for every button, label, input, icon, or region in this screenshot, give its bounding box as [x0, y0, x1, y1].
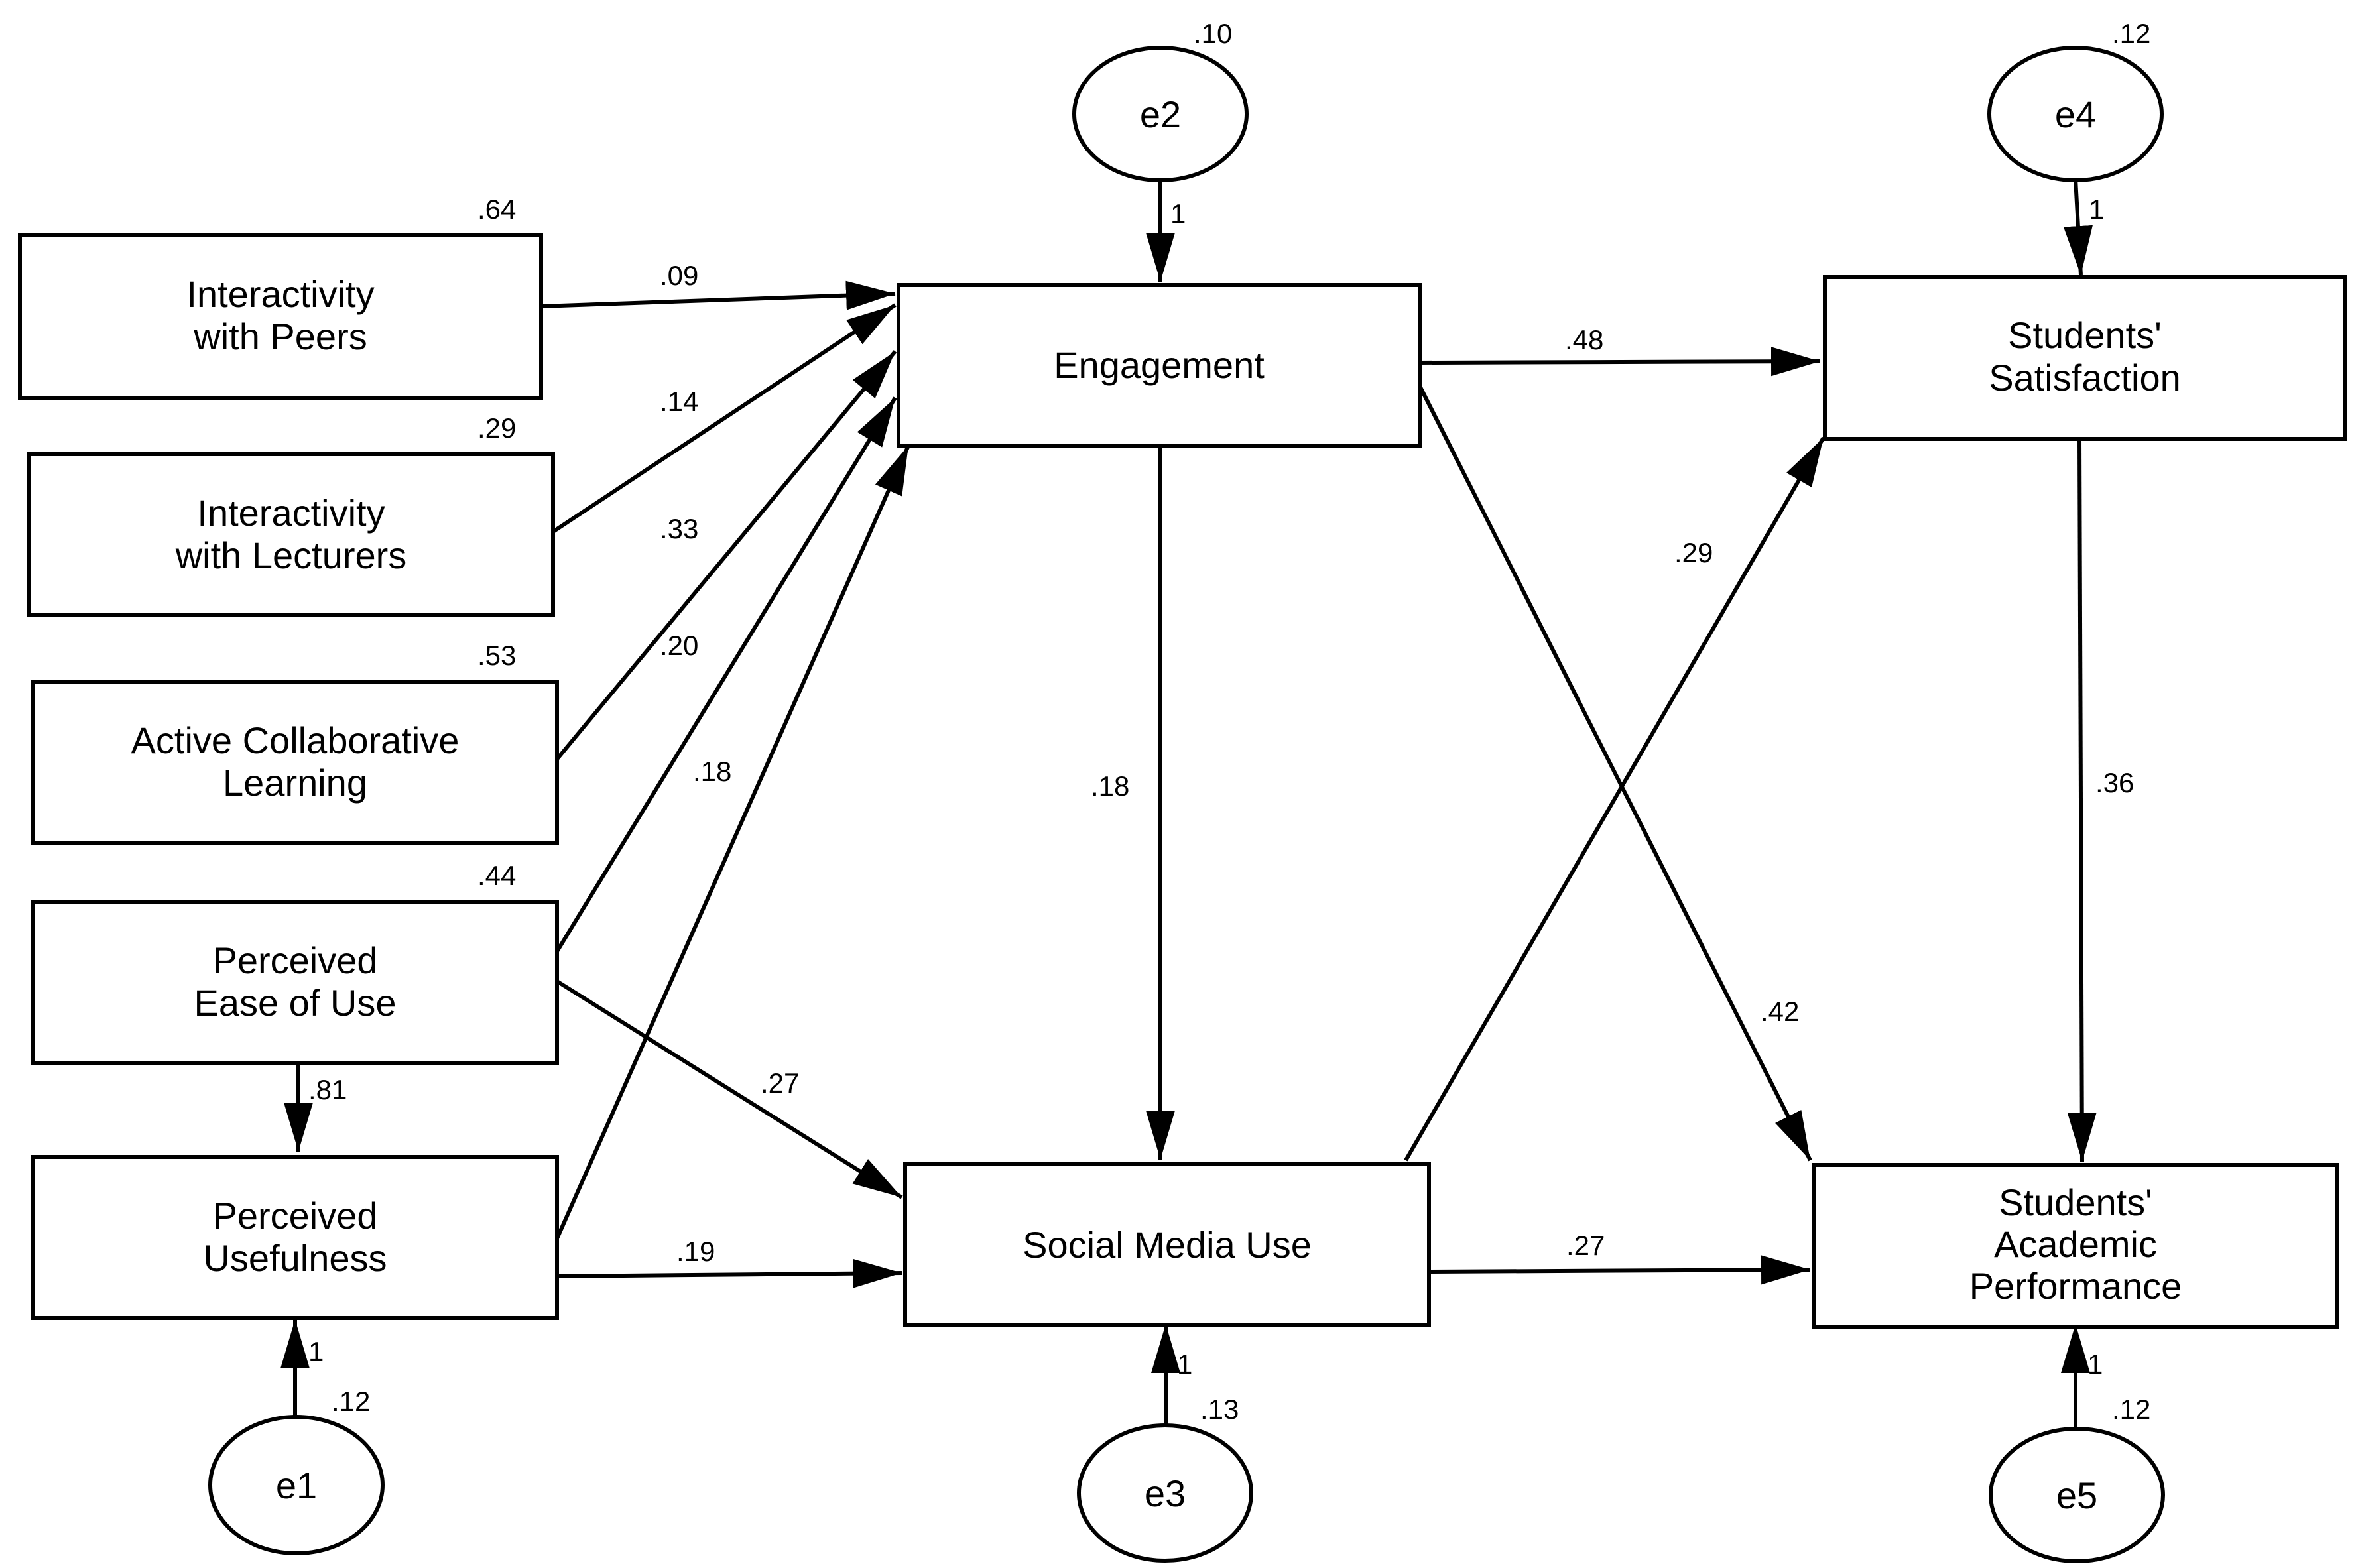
- coef-useful-social: .19: [676, 1236, 715, 1267]
- error-label: e4: [2055, 93, 2096, 135]
- error-label: e5: [2056, 1475, 2097, 1516]
- path-ease-social: [556, 979, 903, 1199]
- variance-label: .10: [1194, 18, 1232, 49]
- path-arrows: [280, 178, 2097, 1433]
- node-label-line: with Peers: [193, 316, 367, 357]
- node-label-line: Students': [1999, 1181, 2152, 1223]
- path-social-performance: [1428, 1255, 1811, 1285]
- path-ease-engagement: [555, 396, 897, 953]
- node-label-line: Social Media Use: [1023, 1224, 1312, 1266]
- coef-ease-useful: .81: [308, 1074, 347, 1105]
- coef-peers-engagement: .09: [660, 260, 698, 291]
- error-e4: e4 1 .12: [1987, 18, 2164, 225]
- node-label-line: Learning: [223, 762, 367, 804]
- node-label-line: Satisfaction: [1989, 357, 2181, 398]
- node-social-media-use: Social Media Use: [903, 1162, 1431, 1327]
- path-weight-label: 1: [2087, 1349, 2103, 1380]
- node-label-line: Perceived: [212, 939, 377, 981]
- coef-engagement-social: .18: [1091, 770, 1129, 802]
- path-lecturers-engagement: [552, 303, 897, 534]
- path-peers-engagement: [540, 280, 896, 310]
- coef-engagement-satisfaction: .48: [1565, 324, 1603, 355]
- node-students-academic-performance: Students' Academic Performance: [1812, 1163, 2339, 1329]
- error-e3: e3 1 .13: [1077, 1349, 1253, 1563]
- node-label-line: Interactivity: [197, 492, 385, 534]
- node-label-line: Academic: [1994, 1223, 2157, 1265]
- node-label-line: Interactivity: [186, 273, 374, 315]
- path-engagement-performance: [1418, 385, 1812, 1162]
- node-label-line: Usefulness: [203, 1237, 387, 1279]
- path-weight-label: 1: [308, 1336, 324, 1367]
- path-satisfaction-performance: [2067, 438, 2097, 1162]
- coef-engagement-performance: .42: [1761, 996, 1799, 1027]
- node-active-collaborative-learning: Active Collaborative Learning .53: [31, 640, 559, 845]
- variance-label: .53: [477, 640, 516, 671]
- coef-satisfaction-performance: .36: [2095, 767, 2134, 798]
- path-engagement-satisfaction: [1419, 347, 1821, 377]
- node-engagement: Engagement: [897, 283, 1422, 448]
- node-students-satisfaction: Students' Satisfaction: [1823, 275, 2347, 441]
- node-label-line: Engagement: [1054, 344, 1265, 386]
- path-weight-label: 1: [1170, 198, 1186, 229]
- error-e2: e2 1 .10: [1072, 18, 1249, 229]
- coef-ease-social: .27: [761, 1067, 799, 1099]
- variance-label: .29: [477, 412, 516, 444]
- node-label-line: Active Collaborative: [131, 719, 460, 761]
- node-label-line: Performance: [1969, 1265, 2182, 1307]
- coef-lecturers-engagement: .14: [660, 386, 698, 417]
- variance-label: .64: [477, 194, 516, 225]
- path-coefficients: .09 .14 .33 .20 .18 .81 .27 .19 .18 .48 …: [308, 260, 2134, 1267]
- variance-label: .13: [1200, 1394, 1239, 1425]
- node-label-line: with Lecturers: [175, 534, 407, 576]
- error-e5: e5 1 .12: [1989, 1349, 2165, 1563]
- node-interactivity-with-lecturers: Interactivity with Lecturers .29: [27, 412, 555, 617]
- path-useful-social: [556, 1258, 902, 1288]
- node-label-line: Students': [2008, 314, 2162, 356]
- error-label: e1: [276, 1465, 317, 1506]
- error-label: e3: [1145, 1473, 1186, 1514]
- path-weight-label: 1: [1177, 1349, 1192, 1380]
- coef-useful-engagement: .18: [693, 756, 731, 787]
- variance-label: .44: [477, 860, 516, 891]
- node-perceived-usefulness: Perceived Usefulness: [31, 1155, 559, 1320]
- coef-active-engagement: .33: [660, 513, 698, 544]
- coef-social-performance: .27: [1566, 1230, 1605, 1261]
- path-active-engagement: [555, 350, 897, 760]
- path-social-satisfaction: [1404, 436, 1826, 1162]
- node-interactivity-with-peers: Interactivity with Peers .64: [18, 194, 543, 400]
- coef-ease-engagement: .20: [660, 630, 698, 661]
- variance-label: .12: [2112, 1394, 2150, 1425]
- variance-label: .12: [332, 1386, 370, 1417]
- variance-label: .12: [2112, 18, 2150, 49]
- coef-social-satisfaction: .29: [1674, 537, 1713, 568]
- path-weight-label: 1: [2089, 194, 2104, 225]
- node-perceived-ease-of-use: Perceived Ease of Use .44: [31, 860, 559, 1065]
- error-label: e2: [1140, 93, 1181, 135]
- node-label-line: Perceived: [212, 1195, 377, 1236]
- path-useful-engagement: [555, 444, 910, 1240]
- error-e1: e1 1 .12: [208, 1336, 385, 1555]
- node-label-line: Ease of Use: [194, 982, 396, 1024]
- path-e4-satisfaction: [2063, 178, 2093, 276]
